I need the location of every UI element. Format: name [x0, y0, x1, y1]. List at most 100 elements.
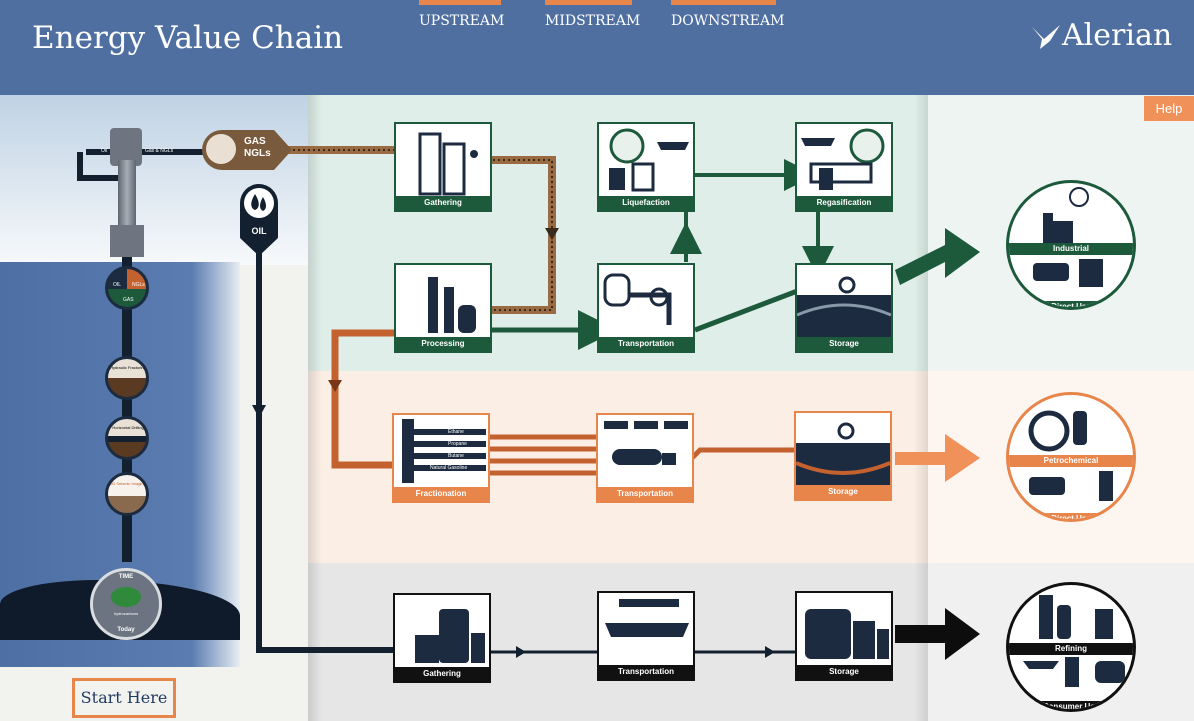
transport-to-storage-pipe [694, 287, 801, 333]
regasification-icon [801, 128, 885, 190]
gas-ngl-flow-arrow [545, 228, 559, 240]
horizontal-drilling-label: Horizontal Drilling [112, 425, 144, 430]
oil-flow-arrow [252, 405, 266, 418]
brand-logo-text: Alerian [1062, 18, 1173, 53]
petrochemical-label: Petrochemical [1009, 455, 1133, 467]
ngl-transportation-box[interactable]: Transportation [596, 413, 694, 503]
help-button[interactable]: Help [1144, 96, 1194, 121]
processing-plant-icon [428, 277, 476, 333]
rail-truck-icon [604, 421, 688, 465]
wellbore [122, 257, 132, 562]
tab-midstream-label: MIDSTREAM [545, 13, 641, 29]
oil-transportation-box[interactable]: Transportation [597, 591, 695, 681]
fractionation-label: Fractionation [394, 487, 488, 501]
gas-segment [108, 289, 146, 307]
hydraulic-fracturing-node[interactable]: Hydraulic Fracturing [105, 356, 149, 400]
ngl-output-arrow [895, 434, 980, 482]
oil-gathering-label: Gathering [395, 667, 489, 681]
natural-gasoline-label: Natural Gasoline [430, 465, 468, 471]
tab-downstream[interactable]: DOWNSTREAM [671, 0, 784, 40]
processing-label: Processing [396, 337, 490, 351]
industrial-icon [1033, 187, 1103, 287]
ngl-pipe-to-fractionation [331, 329, 410, 469]
oil-arrow-1 [516, 646, 526, 658]
ngl-storage-box[interactable]: Storage [794, 411, 892, 501]
ngl-segment-label: NGLs [132, 282, 145, 288]
ngl-direct-use-label: Direct Use [1009, 513, 1133, 519]
refining-label: Refining [1009, 643, 1133, 655]
time-label: TIME [118, 574, 134, 580]
oil-gathering-icon [415, 609, 485, 663]
fold-shadow-left [308, 95, 322, 721]
hydrocarbon-formation-node[interactable]: TIME hydrocarbons Today [90, 568, 162, 640]
fractionation-box[interactable]: Ethane Propane Butane Natural Gasoline F… [392, 413, 490, 503]
refining-icon [1023, 595, 1125, 687]
hydrocarbons-label: hydrocarbons [113, 611, 139, 616]
reservoir-composition-node[interactable]: OIL NGLs GAS [105, 266, 149, 310]
gas-transportation-box[interactable]: Transportation [597, 263, 695, 353]
gas-pipeline-icon [603, 273, 672, 325]
regasification-label: Regasification [797, 196, 891, 210]
oil-storage-label: Storage [797, 665, 891, 679]
gas-ngl-tag: GAS NGLs [202, 130, 292, 170]
petrochemical-icon [1028, 410, 1113, 501]
gas-storage-box[interactable]: Storage [795, 263, 893, 353]
oil-gathering-box[interactable]: Gathering [393, 593, 491, 683]
fractionation-tower-icon [402, 419, 486, 483]
refining-endpoint[interactable]: Refining Consumer Use [1006, 582, 1136, 712]
fold-shadow-right [914, 95, 928, 721]
liquefaction-pipe [684, 159, 816, 262]
regasification-box[interactable]: Regasification [795, 122, 893, 212]
gas-gathering-box[interactable]: Gathering [394, 122, 492, 212]
seismic-imaging-label: 2D Seismic Imaging [110, 481, 146, 486]
processing-box[interactable]: Processing [394, 263, 492, 353]
well-casing [118, 160, 136, 230]
oil-segment-label: OIL [113, 282, 122, 288]
oil-label: OIL [251, 226, 267, 236]
tanker-ship-icon [605, 599, 689, 637]
ngl-storage-icon [795, 422, 891, 485]
well-casing-base [110, 225, 144, 257]
tab-upstream-label: UPSTREAM [419, 13, 505, 29]
oil-pipe [256, 230, 395, 653]
oil-drop-icon [244, 188, 274, 218]
gas-direct-use-label: Direct Use [1009, 301, 1133, 307]
ethane-label: Ethane [448, 429, 464, 435]
tab-midstream[interactable]: MIDSTREAM [545, 0, 640, 40]
wellhead-valve [110, 128, 142, 166]
header-bar: Energy Value Chain UPSTREAM MIDSTREAM DO… [0, 0, 1194, 95]
ngl-segment [127, 269, 146, 289]
consumer-use-label: Consumer Use [1009, 701, 1133, 709]
oil-output-arrow [895, 608, 980, 660]
today-label: Today [117, 627, 135, 633]
liquefaction-box[interactable]: Liquefaction [597, 122, 695, 212]
ngl-transportation-label: Transportation [598, 487, 692, 501]
liquefaction-icon [609, 128, 689, 192]
oil-wellhead-pipe [77, 165, 122, 181]
ngl-flow-arrow [328, 380, 342, 392]
page-title: Energy Value Chain [32, 20, 344, 56]
brand-logo: Alerian [1030, 18, 1172, 53]
gas-transportation-label: Transportation [599, 337, 693, 351]
oil-transportation-label: Transportation [599, 665, 693, 679]
organic-matter-icon [111, 587, 141, 607]
propane-label: Propane [448, 441, 467, 447]
gas-bubbles-icon [206, 134, 236, 164]
start-here-button[interactable]: Start Here [72, 678, 176, 718]
gas-output-arrow [895, 228, 980, 285]
ngl-storage-label: Storage [796, 485, 890, 499]
industrial-endpoint[interactable]: Industrial Direct Use [1006, 180, 1136, 310]
industrial-label: Industrial [1009, 243, 1133, 255]
gas-ngl-label: GAS NGLs [244, 136, 271, 159]
gathering-tower-icon [418, 132, 478, 196]
gas-gathering-label: Gathering [396, 196, 490, 210]
oil-storage-box[interactable]: Storage [795, 591, 893, 681]
liquefaction-label: Liquefaction [599, 196, 693, 210]
tab-upstream[interactable]: UPSTREAM [419, 0, 505, 40]
oil-tanks-icon [805, 609, 889, 659]
seismic-imaging-node[interactable]: 2D Seismic Imaging [105, 472, 149, 516]
gas-storage-label: Storage [797, 337, 891, 351]
petrochemical-endpoint[interactable]: Petrochemical Direct Use [1006, 392, 1136, 522]
horizontal-drilling-node[interactable]: Horizontal Drilling [105, 416, 149, 460]
tab-downstream-label: DOWNSTREAM [671, 13, 785, 29]
